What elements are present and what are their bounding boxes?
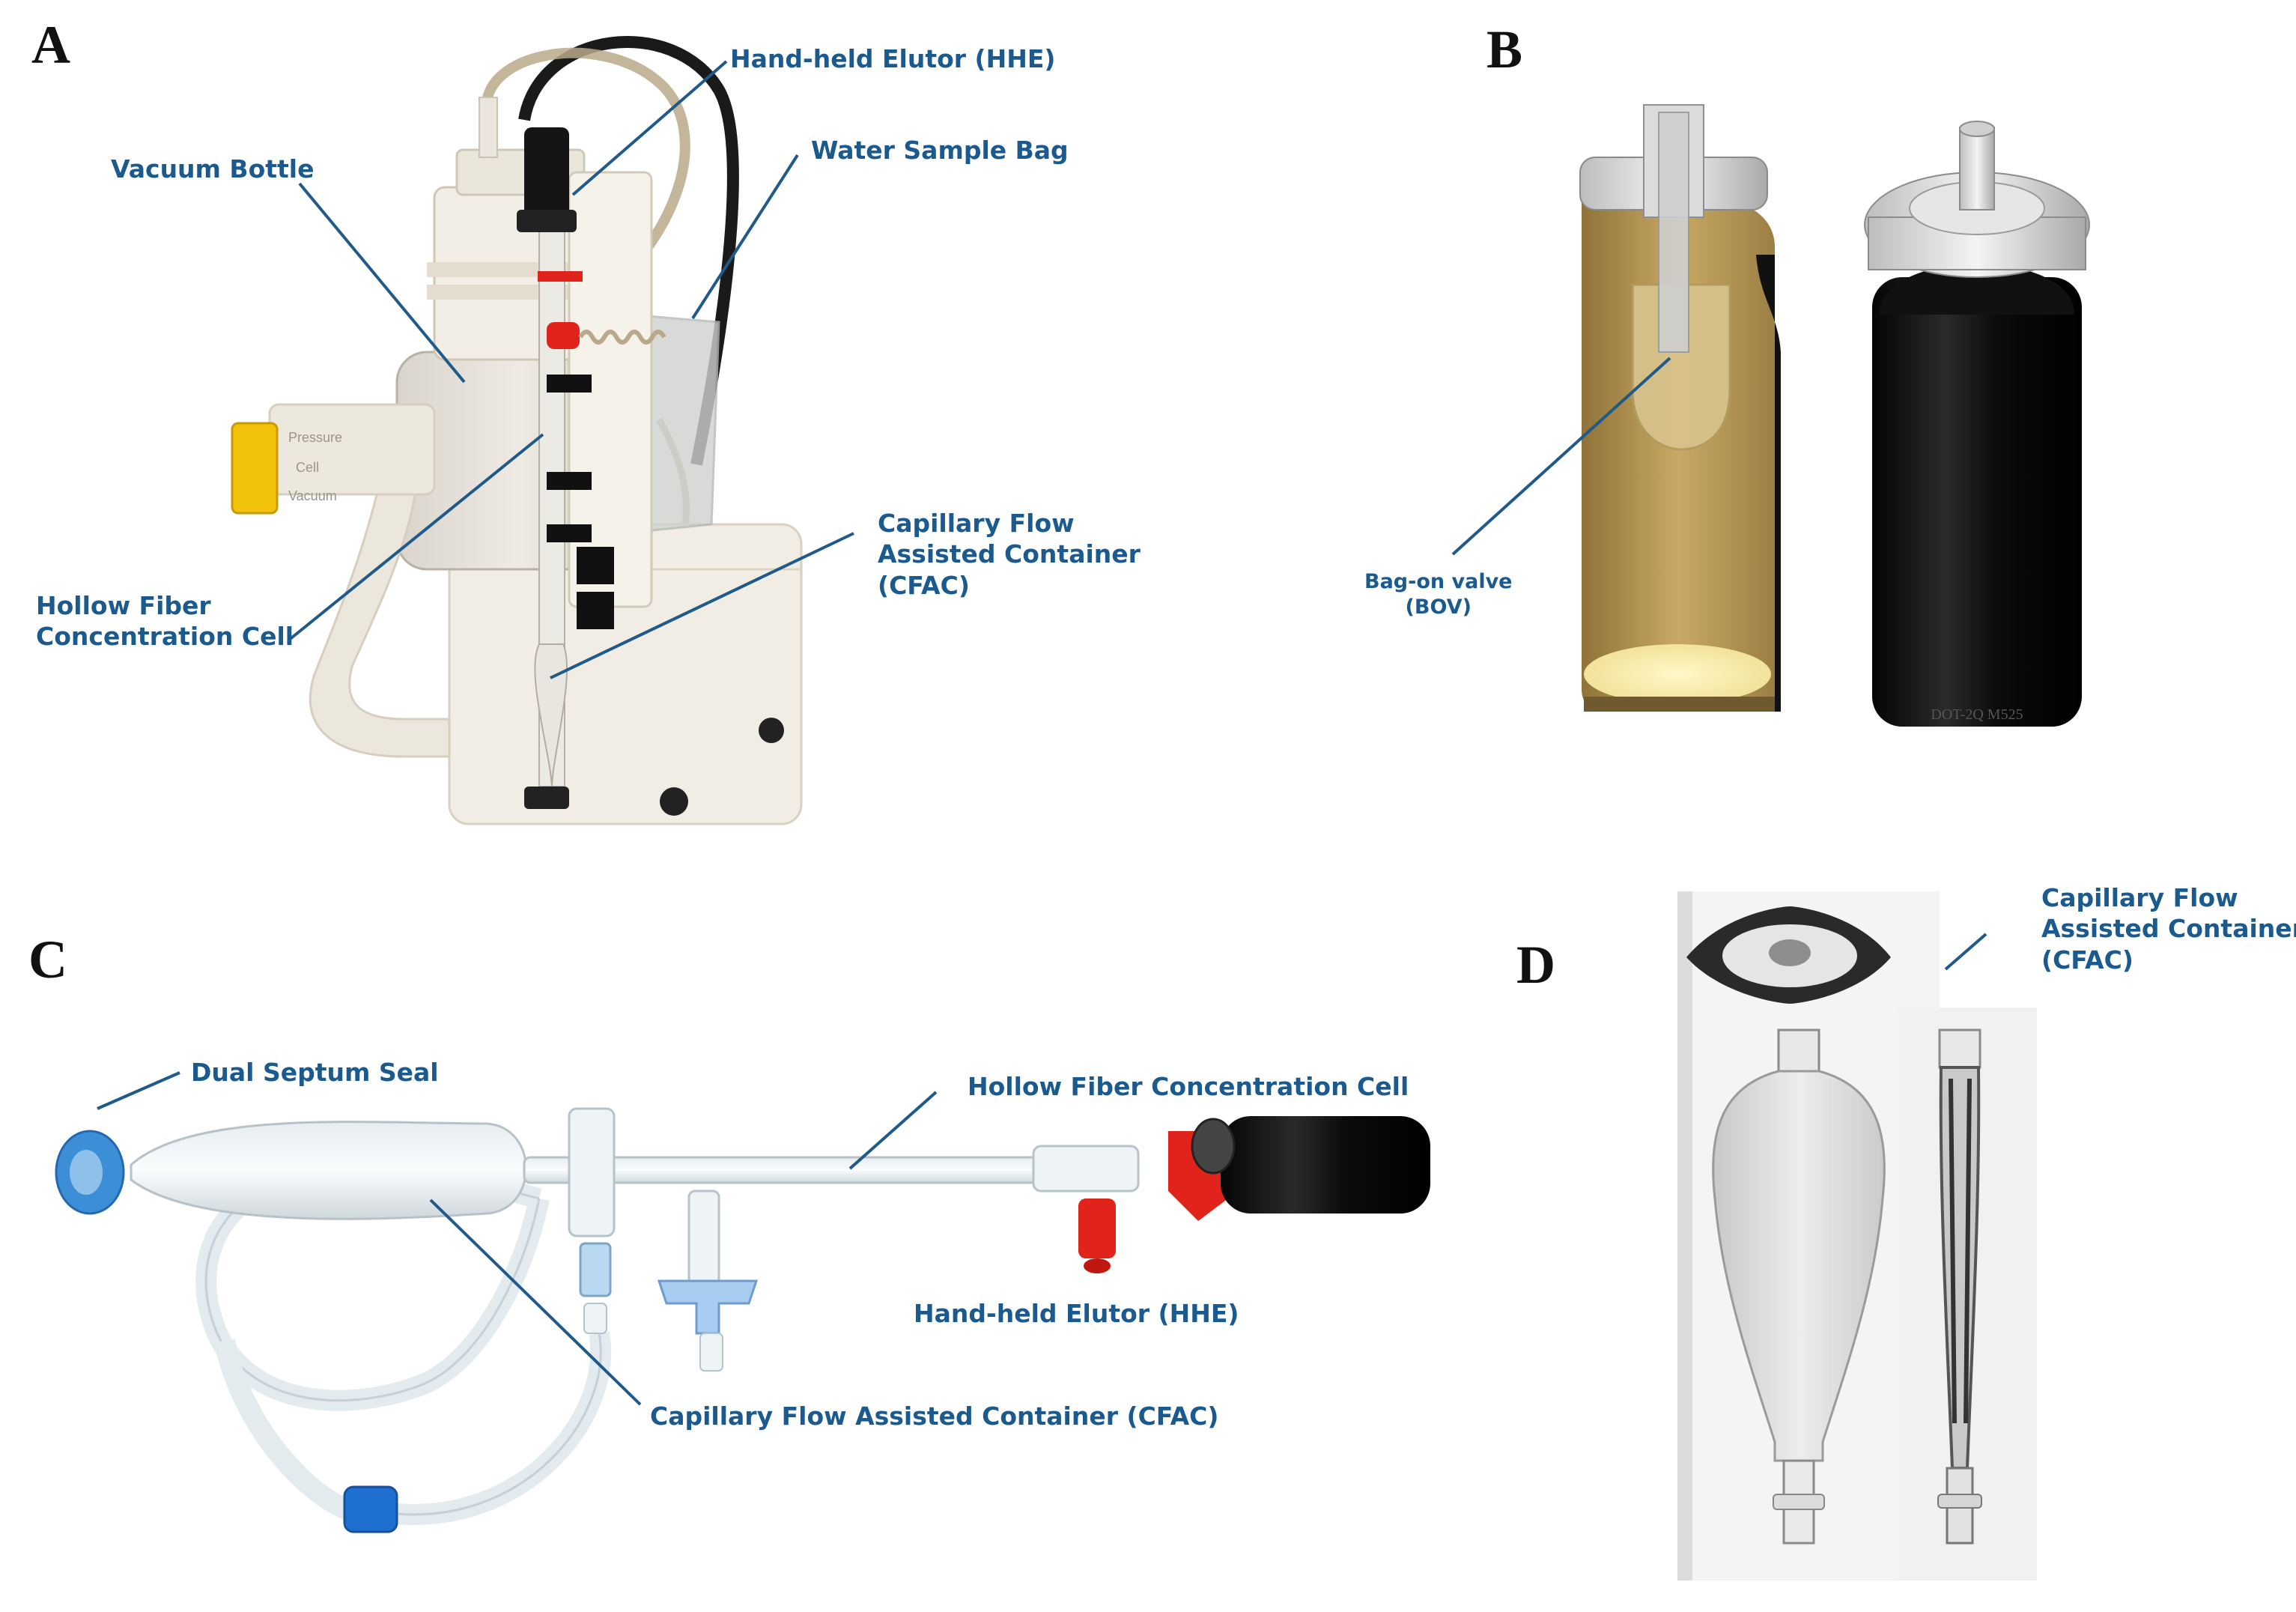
label-cfac-a-line2: Assisted Container [878, 539, 1141, 569]
bov-bag [1631, 283, 1731, 451]
c-cfac-bulb [130, 1121, 527, 1220]
panel-letter-d: D [1516, 935, 1555, 995]
panel-letter-b: B [1486, 19, 1523, 79]
label-hhe-a: Hand-held Elutor (HHE) [730, 44, 1056, 73]
panel-a-leaders [287, 60, 854, 679]
c-blue-tube-cap [343, 1485, 398, 1533]
label-vacuum-bottle: Vacuum Bottle [111, 154, 315, 184]
leader-vacuum-bottle [298, 182, 466, 384]
label-cfac-c: Capillary Flow Assisted Container (CFAC) [650, 1402, 1219, 1431]
label-bov-line1: Bag-on valve [1364, 570, 1513, 593]
label-water-sample-bag: Water Sample Bag [811, 136, 1069, 165]
panel-d-photos [1677, 891, 2037, 1581]
label-cfac-d-line2: Assisted Container [2041, 914, 2296, 944]
c-hhe-black-cylinder [1221, 1116, 1430, 1213]
unit-label-pressure: Pressure [288, 430, 342, 445]
a-hhe-cylinder [524, 127, 569, 217]
pressure-handle [309, 433, 451, 758]
leader-hhe-a [571, 60, 728, 196]
yellow-switch [231, 422, 279, 515]
cutaway-can-bottom [1584, 644, 1771, 704]
panel-letter-a: A [31, 15, 70, 75]
label-bov-line2: (BOV) [1405, 595, 1472, 619]
leader-dual-seal [97, 1071, 180, 1110]
panel-c-device [55, 1107, 1430, 1533]
black-can-body [1872, 277, 2082, 727]
leader-bov [1451, 357, 1671, 556]
leader-cfac-a [550, 532, 854, 679]
c-tubing-loop [195, 1157, 612, 1525]
label-cfac-a-line3: (CFAC) [878, 570, 970, 600]
leader-cfac-c [429, 1199, 642, 1406]
leader-hfcc-c [848, 1091, 938, 1170]
label-hfcc-c: Hollow Fiber Concentration Cell [968, 1072, 1409, 1101]
can-print: DOT-2Q M525 [1931, 706, 2023, 723]
c-valve-1 [568, 1107, 616, 1237]
label-cfac-a-line1: Capillary Flow [878, 509, 1075, 538]
label-hfcc-a: Hollow Fiber Concentration Cell [36, 590, 294, 652]
unit-label-vacuum: Vacuum [288, 488, 337, 503]
panel-a-device [231, 35, 803, 825]
label-hfcc-a-line1: Hollow Fiber [36, 591, 211, 620]
leader-cfac-d [1944, 933, 1987, 971]
leader-hfcc-a [287, 433, 544, 642]
d-front-cone [1712, 1070, 1886, 1462]
label-hhe-c: Hand-held Elutor (HHE) [914, 1299, 1239, 1328]
c-red-fitting-a [1078, 1199, 1116, 1258]
label-bov: Bag-on valve (BOV) [1364, 569, 1513, 620]
pressure-switch-box [268, 403, 436, 496]
label-cfac-d-line3: (CFAC) [2041, 945, 2133, 975]
label-cfac-a: Capillary Flow Assisted Container (CFAC) [878, 508, 1141, 601]
base-knob [759, 718, 784, 743]
unit-label-cell: Cell [296, 460, 319, 475]
panel-b-device [1579, 104, 2090, 727]
label-cfac-d-line1: Capillary Flow [2041, 883, 2238, 912]
label-dual-septum-seal: Dual Septum Seal [191, 1058, 439, 1087]
black-can-stem [1959, 127, 1995, 210]
a-red-fitting [547, 322, 580, 349]
panel-c-leaders [97, 1071, 938, 1406]
base-knob-2 [660, 787, 688, 816]
leader-water-bag [691, 154, 799, 320]
label-hfcc-a-line2: Concentration Cell [36, 622, 294, 652]
label-cfac-d: Capillary Flow Assisted Container (CFAC) [2041, 882, 2296, 975]
panel-letter-c: C [28, 930, 67, 990]
c-stopcock [657, 1279, 759, 1335]
